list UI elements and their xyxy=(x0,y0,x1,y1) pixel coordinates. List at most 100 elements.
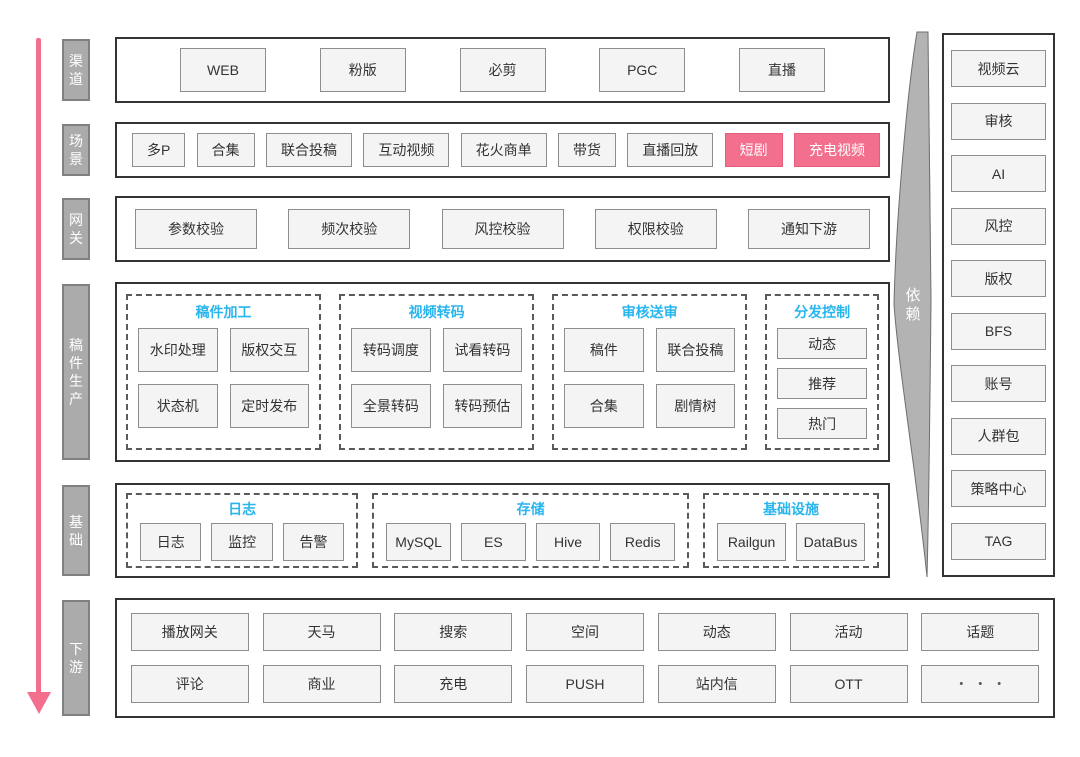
dependency-node-人群包: 人群包 xyxy=(951,417,1046,455)
node-状态机: 状态机 xyxy=(138,384,218,428)
dependency-node-视频云: 视频云 xyxy=(951,50,1046,88)
flow-arrow-head-icon xyxy=(27,692,51,714)
node-活动: 活动 xyxy=(789,613,908,652)
node-通知下游: 通知下游 xyxy=(748,209,870,249)
layer-label-char: 生 xyxy=(69,373,83,389)
node-MySQL: MySQL xyxy=(386,523,451,561)
group-grid: 动态推荐热门 xyxy=(777,328,867,439)
layer-gateway: 网关参数校验频次校验风控校验权限校验通知下游 xyxy=(0,196,1080,262)
node-WEB: WEB xyxy=(180,48,266,92)
node-转码预估: 转码预估 xyxy=(442,384,523,428)
node-商业: 商业 xyxy=(262,664,381,703)
node-空间: 空间 xyxy=(526,613,644,652)
node-风控校验: 风控校验 xyxy=(441,209,564,249)
dependency-node-AI: AI xyxy=(951,155,1046,193)
node-推荐: 推荐 xyxy=(777,368,867,399)
layer-label-char: 游 xyxy=(69,659,83,675)
group-title: 审核送审 xyxy=(621,304,678,320)
group-grid: 稿件联合投稿合集剧情树 xyxy=(564,328,736,428)
node-ES: ES xyxy=(460,523,526,561)
node-稿件: 稿件 xyxy=(564,328,644,372)
node-话题: 话题 xyxy=(921,613,1040,652)
node-短剧: 短剧 xyxy=(724,133,783,167)
node-直播回放: 直播回放 xyxy=(627,133,714,167)
node-转码调度: 转码调度 xyxy=(351,328,431,372)
dependency-node-TAG: TAG xyxy=(951,522,1046,560)
node-PGC: PGC xyxy=(599,48,686,92)
node-天马: 天马 xyxy=(262,613,381,652)
node-频次校验: 频次校验 xyxy=(288,209,411,249)
node-动态: 动态 xyxy=(657,613,776,652)
node-Railgun: Railgun xyxy=(717,523,787,561)
node-合集: 合集 xyxy=(564,384,644,428)
group-grid: 水印处理版权交互状态机定时发布 xyxy=(138,328,310,428)
node-动态: 动态 xyxy=(777,328,867,359)
node-评论: 评论 xyxy=(130,664,249,703)
layer-label-downstream: 下游 xyxy=(62,600,90,716)
layer-label-char: 渠 xyxy=(69,53,83,69)
dependency-wedge: 依赖 xyxy=(893,31,932,578)
group-title: 基础设施 xyxy=(763,501,820,517)
group-title: 分发控制 xyxy=(794,304,851,320)
layer-label-gateway: 网关 xyxy=(62,198,90,260)
group-title: 视频转码 xyxy=(408,304,465,320)
node-全景转码: 全景转码 xyxy=(351,384,431,428)
node-播放网关: 播放网关 xyxy=(130,613,249,652)
layer-label-char: 景 xyxy=(69,151,83,167)
layer-label-char: 础 xyxy=(69,531,83,548)
group-视频转码: 视频转码转码调度试看转码全景转码转码预估 xyxy=(339,294,535,450)
node-合集: 合集 xyxy=(196,133,255,167)
dependency-wedge-shape xyxy=(893,31,932,578)
group-日志: 日志日志监控告警 xyxy=(126,493,359,568)
node-联合投稿: 联合投稿 xyxy=(655,328,736,372)
node-充电视频: 充电视频 xyxy=(793,133,880,167)
layer-label-scene: 场景 xyxy=(62,124,90,176)
node-剧情树: 剧情树 xyxy=(655,384,736,428)
layer-label-char: 道 xyxy=(69,71,83,87)
layer-production: 稿件生产稿件加工水印处理版权交互状态机定时发布视频转码转码调度试看转码全景转码转… xyxy=(0,282,1080,462)
node-PUSH: PUSH xyxy=(526,664,644,703)
node-Redis: Redis xyxy=(610,523,676,561)
layer-label-foundation: 基础 xyxy=(62,485,90,576)
node-搜索: 搜索 xyxy=(394,613,513,652)
layer-label-char: 稿 xyxy=(69,337,83,353)
node-花火商单: 花火商单 xyxy=(460,133,547,167)
node-充电: 充电 xyxy=(394,664,513,703)
layer-label-channel: 渠道 xyxy=(62,39,90,101)
node-联合投稿: 联合投稿 xyxy=(266,133,352,167)
dependency-wedge-label: 依赖 xyxy=(905,287,920,323)
dependency-wedge-label-char: 依 xyxy=(905,287,920,304)
layer-panel-gateway: 参数校验频次校验风控校验权限校验通知下游 xyxy=(115,196,890,262)
node-• • •: • • • xyxy=(921,664,1040,703)
node-DataBus: DataBus xyxy=(796,523,866,561)
dependency-node-BFS: BFS xyxy=(951,312,1046,350)
dependency-node-风控: 风控 xyxy=(951,207,1046,245)
layer-label-char: 网 xyxy=(69,212,83,228)
group-稿件加工: 稿件加工水印处理版权交互状态机定时发布 xyxy=(126,294,322,450)
group-grid: 转码调度试看转码全景转码转码预估 xyxy=(351,328,523,428)
node-OTT: OTT xyxy=(789,664,908,703)
layer-panel-production: 稿件加工水印处理版权交互状态机定时发布视频转码转码调度试看转码全景转码转码预估审… xyxy=(115,282,890,462)
node-多P: 多P xyxy=(132,133,186,167)
flow-arrow xyxy=(27,38,51,718)
node-告警: 告警 xyxy=(282,523,345,561)
node-权限校验: 权限校验 xyxy=(594,209,717,249)
node-定时发布: 定时发布 xyxy=(229,384,310,428)
layer-label-char: 产 xyxy=(69,391,83,407)
node-带货: 带货 xyxy=(557,133,616,167)
node-水印处理: 水印处理 xyxy=(138,328,218,372)
layer-label-char: 关 xyxy=(69,230,83,246)
dependency-node-审核: 审核 xyxy=(951,102,1046,140)
dependency-node-版权: 版权 xyxy=(951,260,1046,298)
